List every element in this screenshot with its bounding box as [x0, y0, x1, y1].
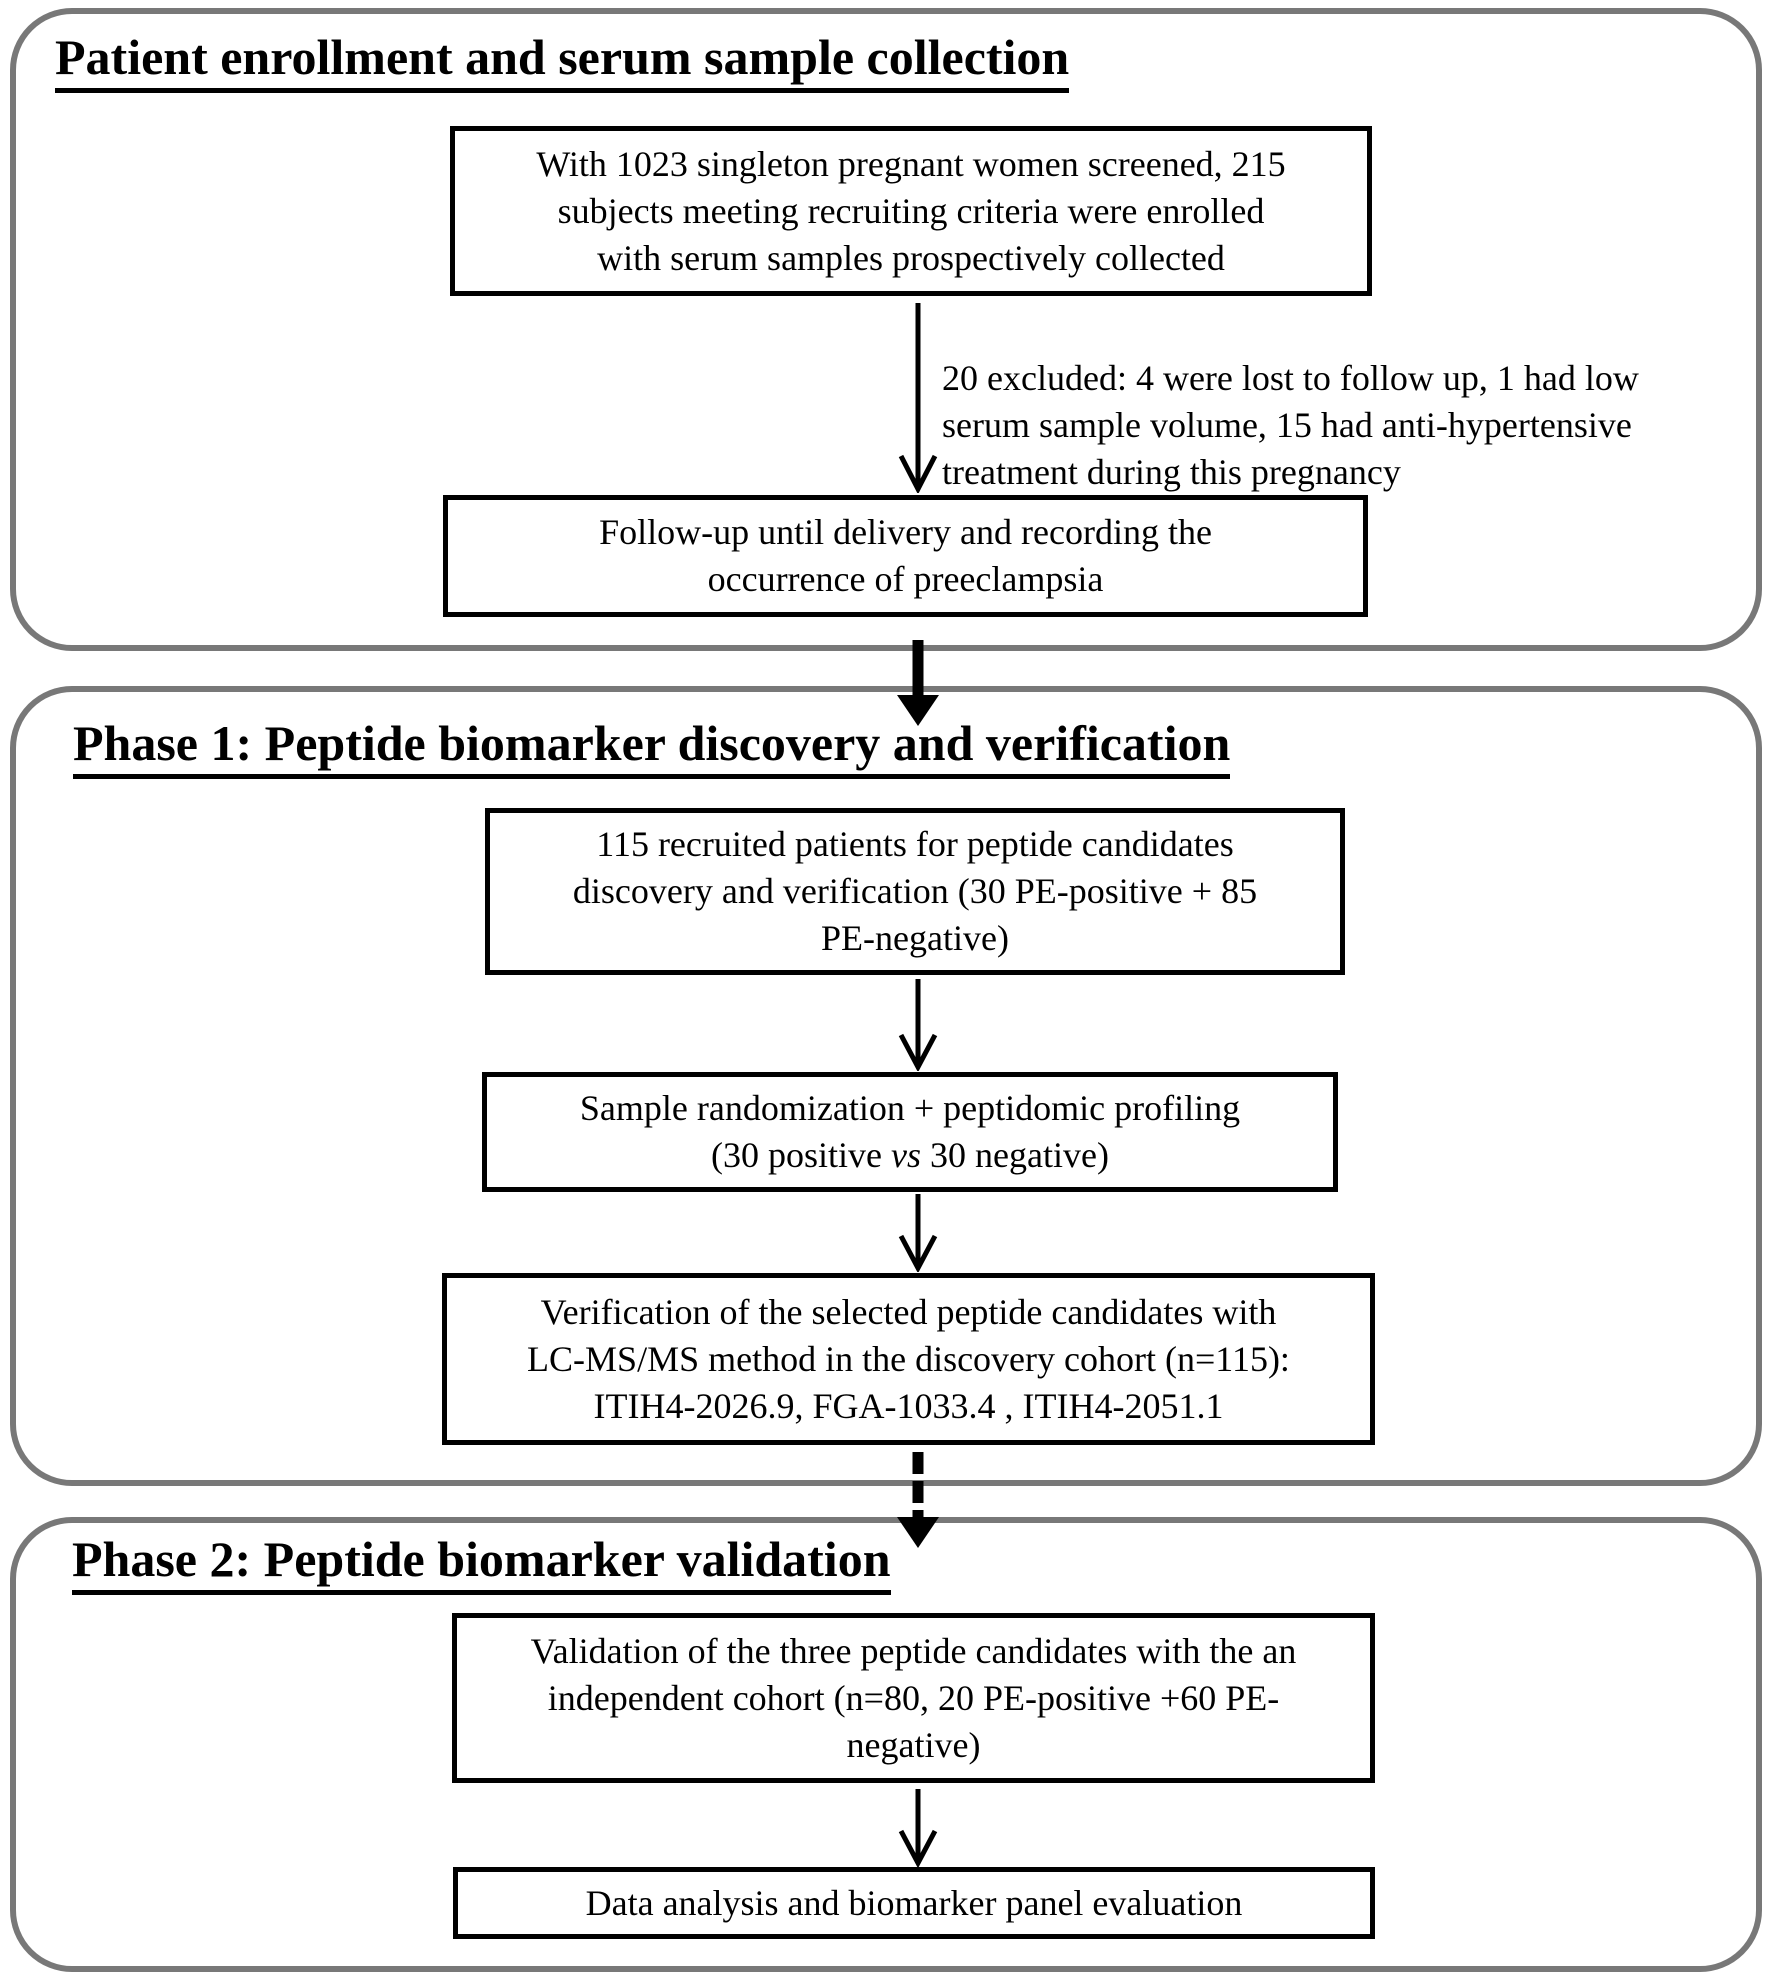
- box-verification-candidates-text: Verification of the selected peptide can…: [527, 1291, 1290, 1426]
- randomization-line1: Sample randomization + peptidomic profil…: [579, 1088, 1241, 1128]
- arrow-icon-screened-to-followup: [898, 303, 938, 493]
- randomization-line2-pre: (30 positive: [711, 1135, 892, 1175]
- arrow-icon-phase1-to-phase2: [897, 1452, 939, 1548]
- box-validation-cohort: Validation of the three peptide candidat…: [452, 1613, 1375, 1783]
- box-data-analysis: Data analysis and biomarker panel evalua…: [453, 1867, 1375, 1939]
- box-verification-candidates: Verification of the selected peptide can…: [442, 1273, 1375, 1445]
- box-randomization-profiling: Sample randomization + peptidomic profil…: [482, 1072, 1338, 1192]
- section-enrollment-title-text: Patient enrollment and serum sample coll…: [55, 29, 1070, 93]
- randomization-line2-post: 30 negative): [921, 1135, 1109, 1175]
- arrow-icon-recruited-to-randomization: [898, 979, 938, 1071]
- box-followup-text: Follow-up until delivery and recording t…: [599, 512, 1212, 599]
- section-phase2-title: Phase 2: Peptide biomarker validation: [72, 1531, 891, 1595]
- section-phase2-title-text: Phase 2: Peptide biomarker validation: [72, 1531, 891, 1595]
- box-validation-cohort-text: Validation of the three peptide candidat…: [530, 1630, 1297, 1765]
- section-phase1-title: Phase 1: Peptide biomarker discovery and…: [73, 715, 1231, 779]
- box-screened-enrolled-text: With 1023 singleton pregnant women scree…: [536, 143, 1286, 278]
- box-recruited-patients: 115 recruited patients for peptide candi…: [485, 808, 1345, 975]
- arrow-icon-randomization-to-verification: [898, 1194, 938, 1272]
- box-randomization-profiling-text: Sample randomization + peptidomic profil…: [580, 1085, 1240, 1179]
- box-data-analysis-text: Data analysis and biomarker panel evalua…: [585, 1882, 1243, 1923]
- section-phase1-title-text: Phase 1: Peptide biomarker discovery and…: [73, 715, 1231, 779]
- box-recruited-patients-text: 115 recruited patients for peptide candi…: [572, 824, 1258, 958]
- excluded-note: 20 excluded: 4 were lost to follow up, 1…: [942, 308, 1752, 496]
- randomization-vs: vs: [891, 1135, 922, 1175]
- box-followup: Follow-up until delivery and recording t…: [443, 495, 1368, 617]
- arrow-icon-enrollment-to-phase1: [897, 640, 939, 726]
- section-enrollment-title: Patient enrollment and serum sample coll…: [55, 29, 1070, 93]
- arrow-icon-validation-to-analysis: [898, 1789, 938, 1867]
- excluded-note-text: 20 excluded: 4 were lost to follow up, 1…: [942, 358, 1639, 492]
- box-screened-enrolled: With 1023 singleton pregnant women scree…: [450, 126, 1372, 296]
